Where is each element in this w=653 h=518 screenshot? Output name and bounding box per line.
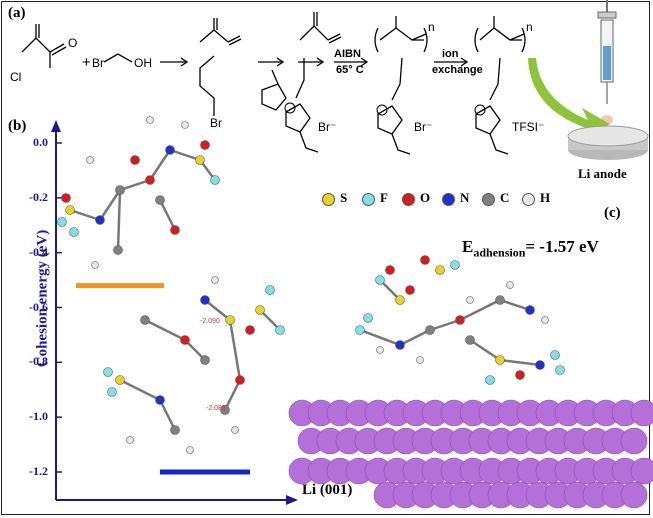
atom xyxy=(113,245,123,255)
reaction-scheme xyxy=(21,0,649,160)
atom xyxy=(235,375,245,385)
atom xyxy=(265,285,275,295)
legend-item-s: S xyxy=(322,190,347,206)
atom xyxy=(225,315,235,325)
legend-dot-icon xyxy=(402,192,415,206)
y-axis-arrow-icon xyxy=(51,120,61,132)
atom xyxy=(126,436,134,444)
legend-item-f: F xyxy=(362,190,388,206)
atom xyxy=(200,355,210,365)
y-tick-label: -0.2 xyxy=(29,189,48,204)
br-reagent: Br xyxy=(92,56,104,70)
tfsi-anion: TFSI⁻ xyxy=(512,120,545,134)
hbond-annotation-2: -2.085 xyxy=(206,405,226,412)
atom xyxy=(107,387,117,397)
hbond-annotation-1: -2.090 xyxy=(200,318,220,325)
atom xyxy=(155,395,165,405)
li-anode-disk xyxy=(567,125,649,160)
atom xyxy=(255,305,265,315)
atom xyxy=(220,405,230,415)
atom xyxy=(95,215,105,225)
exchange-label: exchange xyxy=(432,64,483,76)
n-subscript-2: n xyxy=(526,20,533,34)
atom xyxy=(140,315,150,325)
o-atom: O xyxy=(68,36,78,50)
legend-dot-icon xyxy=(362,192,375,206)
legend-dot-icon xyxy=(482,192,495,206)
legend-item-c: C xyxy=(482,190,509,206)
legend-item-n: N xyxy=(442,190,469,206)
atom xyxy=(210,175,220,185)
br-anion-2: Br⁻ xyxy=(414,120,433,134)
atom xyxy=(180,335,190,345)
atom xyxy=(91,261,99,269)
atom xyxy=(170,225,180,235)
legend-label: S xyxy=(340,190,348,205)
adhesion-sub: adhension xyxy=(473,245,526,260)
y-tick-label: -1.2 xyxy=(29,464,48,478)
legend-item-o: O xyxy=(402,190,430,206)
y-tick-label: -0.4 xyxy=(29,244,48,259)
syringe-icon xyxy=(597,0,617,125)
atom xyxy=(195,155,205,165)
aibn-label: AIBN xyxy=(334,48,361,60)
atom xyxy=(231,426,239,434)
legend-label: H xyxy=(540,190,551,205)
li-001-label: Li (001) xyxy=(302,482,353,498)
cl-atom: Cl xyxy=(10,70,22,84)
adhesion-e: E xyxy=(462,237,474,256)
atom xyxy=(181,121,189,129)
ion-label: ion xyxy=(442,48,459,60)
legend-label: C xyxy=(500,190,510,205)
y-tick-label: -0.8 xyxy=(29,354,48,369)
atom xyxy=(200,295,210,305)
legend-dot-icon xyxy=(522,192,535,206)
atom xyxy=(200,140,210,150)
molecule-top xyxy=(69,148,216,251)
atom xyxy=(146,116,154,124)
adhesion-energy-label: Eadhension= -1.57 eV xyxy=(462,237,599,260)
y-tick-label: -0.6 xyxy=(29,299,48,314)
atom xyxy=(115,185,125,195)
legend-dot-icon xyxy=(442,192,455,206)
panel-label-b: (b) xyxy=(8,118,27,134)
y-tick-label: 0.0 xyxy=(33,135,48,149)
atom xyxy=(186,446,194,454)
atom xyxy=(115,375,125,385)
atom xyxy=(69,227,79,237)
br-product: Br xyxy=(210,116,222,130)
atom xyxy=(103,367,113,377)
temp-label: 65° C xyxy=(336,64,364,76)
atom xyxy=(130,155,140,165)
panel-label-a: (a) xyxy=(8,5,26,21)
n-subscript-1: n xyxy=(428,20,435,34)
panel-label-c: (c) xyxy=(604,205,621,221)
atom xyxy=(86,156,94,164)
atom xyxy=(211,276,219,284)
br-anion-1: Br⁻ xyxy=(318,120,337,134)
adhesion-value: = -1.57 eV xyxy=(525,237,599,256)
legend-label: N xyxy=(460,190,470,205)
li-anode-label: Li anode xyxy=(578,166,627,181)
atom xyxy=(170,425,180,435)
legend-dot-icon xyxy=(322,192,335,206)
green-arrow-icon xyxy=(528,58,610,140)
atom xyxy=(57,217,67,227)
atom xyxy=(165,145,175,155)
plus-sign: + xyxy=(82,54,91,71)
legend-label: O xyxy=(420,190,431,205)
x-axis-arrow-icon xyxy=(286,495,298,505)
atom xyxy=(275,325,285,335)
oh-label: OH xyxy=(134,56,152,70)
atom xyxy=(61,193,71,203)
legend-item-h: H xyxy=(522,190,550,206)
legend-label: F xyxy=(380,190,388,205)
atom xyxy=(245,325,255,335)
atom xyxy=(145,175,155,185)
atom xyxy=(155,195,165,205)
atom xyxy=(65,205,75,215)
y-tick-label: -1.0 xyxy=(29,409,48,424)
